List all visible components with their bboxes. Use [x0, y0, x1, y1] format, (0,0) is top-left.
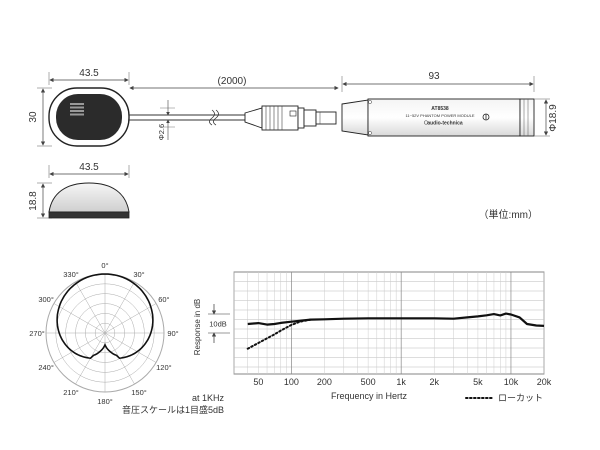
module-model: AT8538: [431, 106, 449, 112]
polar-angle-label: 0°: [101, 261, 108, 270]
polar-angle-label: 30°: [133, 270, 144, 279]
polar-freq-note: at 1KHz: [192, 393, 225, 403]
x-tick-label: 50: [253, 377, 263, 387]
mic-side-view: 43.5 18.8: [28, 162, 130, 219]
cable-length-label: (2000): [218, 76, 247, 87]
x-tick-label: 1k: [396, 377, 406, 387]
polar-angle-label: 330°: [63, 270, 79, 279]
x-tick-label: 500: [361, 377, 376, 387]
polar-angle-label: 60°: [158, 295, 169, 304]
y-axis-label: Response in dB: [193, 299, 202, 355]
x-tick-label: 200: [317, 377, 332, 387]
brand-logo: audio-technica: [423, 120, 463, 127]
polar-angle-label: 150°: [131, 388, 147, 397]
polar-scale-note: 音圧スケールは1目盛5dB: [122, 404, 224, 415]
cable-dia-label: Φ2.6: [157, 124, 166, 140]
module-desc: 11~52V PHANTOM POWER MODULE: [405, 113, 474, 118]
top-width-label: 43.5: [79, 68, 99, 79]
side-width-label: 43.5: [79, 162, 99, 173]
polar-spoke: [104, 332, 157, 363]
side-height-label: 18.8: [28, 191, 39, 211]
polar-angle-label: 210°: [63, 388, 79, 397]
scale-marker-label: 10dB: [209, 320, 227, 329]
unit-note: （単位:mm）: [479, 208, 538, 221]
module-length-label: 93: [428, 71, 440, 82]
mic-top-view: 43.5 30 Φ2.6 (2000): [28, 68, 339, 147]
polar-angle-label: 270°: [29, 329, 45, 338]
polar-spoke: [104, 281, 135, 334]
x-tick-label: 10k: [504, 377, 519, 387]
polar-pattern: 0° 30° 60° 90° 120° 150° 180° 210° 240° 270° 300° 3…: [29, 261, 178, 406]
polar-spoke: [53, 303, 106, 334]
xlr-connector: [244, 105, 337, 131]
x-tick-label: 100: [284, 377, 299, 387]
lowcut-curve: [246, 318, 312, 350]
power-module: 93 AT8538 11~52V PHANTOM POWER MODULE au…: [341, 71, 559, 137]
screw-icon: [482, 113, 490, 121]
polar-spoke: [53, 332, 106, 363]
x-tick-label: 5k: [473, 377, 483, 387]
polar-angle-label: 180°: [97, 397, 113, 406]
x-tick-label: 20k: [537, 377, 552, 387]
polar-angle-label: 120°: [156, 363, 172, 372]
svg-text:audio-technica: audio-technica: [427, 121, 463, 127]
polar-spoke: [75, 281, 106, 334]
x-tick-label: 2k: [429, 377, 439, 387]
grille-icon: [70, 103, 84, 116]
polar-spoke: [104, 303, 157, 334]
polar-angle-label: 300°: [38, 295, 54, 304]
polar-response-curve: [56, 273, 154, 360]
response-curve: [247, 312, 545, 327]
module-dia-label: Φ18.9: [548, 104, 559, 132]
polar-angle-label: 240°: [38, 363, 54, 372]
legend-label: ローカット: [498, 393, 543, 403]
polar-angle-label: 90°: [167, 329, 178, 338]
top-height-label: 30: [28, 111, 39, 123]
x-axis-label: Frequency in Hertz: [331, 391, 408, 401]
